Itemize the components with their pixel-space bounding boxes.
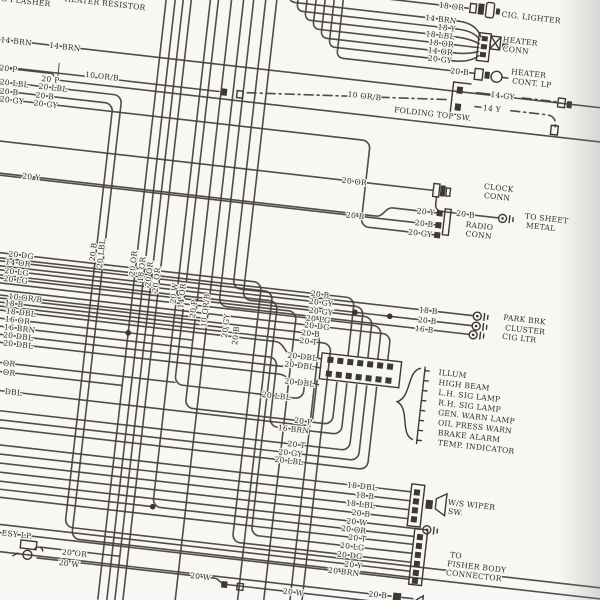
component-label: RADIO xyxy=(465,220,494,232)
wire-label: 20 LG xyxy=(3,274,28,286)
cig-lighter-connector-icon xyxy=(468,1,501,19)
wire-label: 20 B xyxy=(351,508,371,519)
wire-label: 20 B xyxy=(310,289,330,300)
component-label: DBL xyxy=(4,387,22,398)
component-label: CONN xyxy=(465,229,492,241)
wire-label: 20 Y xyxy=(344,559,364,570)
junction-dot-icon xyxy=(125,309,393,510)
inline-connector-icon xyxy=(220,88,425,600)
component-label: OR xyxy=(2,359,15,369)
component-label: G FLASHER xyxy=(1,0,51,9)
wire-label: 20 B xyxy=(345,210,365,221)
clock-connector-icon xyxy=(431,182,452,198)
wire-label: 20 GY xyxy=(427,54,453,66)
component-label: TO xyxy=(450,550,463,560)
wire-label: 20 OR xyxy=(341,176,367,188)
wire-label: 20 GY xyxy=(33,98,59,110)
wire-label: 20 LBL xyxy=(0,77,29,89)
wire-label: 14 Y xyxy=(482,103,502,114)
component-label: OR xyxy=(2,368,15,378)
wire-label: 20 B xyxy=(456,209,476,220)
wire-label: 14 GY xyxy=(490,90,516,102)
wire-label: 14 OR xyxy=(427,46,453,58)
component-label: ILLUM xyxy=(438,368,467,380)
wire-label: 20 B xyxy=(0,86,19,97)
wire-label: 20 LG xyxy=(340,541,365,553)
wire-label: 20 B xyxy=(368,589,388,600)
wire-label: 20 GY xyxy=(0,94,25,106)
wire-label: 20 GY xyxy=(408,228,434,240)
wire-label: 16 B xyxy=(414,324,434,335)
wire-label: 20 T xyxy=(299,336,318,347)
wire-label: 20 B xyxy=(414,218,434,229)
wire-label: 20 W xyxy=(282,587,304,598)
wire-label: 20 W xyxy=(58,558,80,569)
heater-control-lamp-icon xyxy=(473,67,509,84)
component-label: SW. xyxy=(448,507,464,518)
component-label: HEATER xyxy=(502,35,538,48)
fisher-body-connector-icon xyxy=(407,527,429,587)
wire-label: 14 OR xyxy=(176,283,188,309)
wire-label: 20 DBL xyxy=(287,351,318,363)
wire-label: 20 B xyxy=(450,66,470,77)
wire-label: 20 GY xyxy=(220,312,232,338)
wire-label: 18 OR xyxy=(136,256,148,282)
wire-label: 20 B xyxy=(417,315,437,326)
wiper-switch-connector-icon xyxy=(406,483,448,528)
wire-label: 20 Y xyxy=(416,206,436,217)
wire-label: 14 OR xyxy=(5,257,31,269)
wire-label: 20 B xyxy=(35,90,55,101)
wire-label: 20 B xyxy=(301,328,321,339)
wire-label: 20 B xyxy=(88,242,99,262)
wire-label: 18 Y xyxy=(437,23,457,34)
wire-label: 20 GY xyxy=(308,306,334,318)
wire-label: 20 W xyxy=(346,516,368,527)
wire-label: 20 OR xyxy=(127,250,139,276)
wire-label: 20 Y xyxy=(22,171,42,182)
wire-label: 20 OR xyxy=(143,261,155,287)
wire-label: 18 B xyxy=(4,298,24,309)
component-label: CONN xyxy=(502,44,529,56)
scan-shadow xyxy=(558,0,600,600)
wire-label: 18 B xyxy=(418,305,438,316)
component-label: CONN xyxy=(484,191,511,203)
wire-label: 16 OR xyxy=(4,314,30,326)
cluster-connector-icon xyxy=(318,352,403,389)
wire-label: 18 OR xyxy=(428,38,454,50)
wire-label: 20 GY xyxy=(308,297,334,309)
wire-label: 20 T xyxy=(348,533,367,544)
wire-label: 20 W xyxy=(168,282,179,304)
wire-label: 20 P xyxy=(0,63,18,74)
wire-label: 20 P xyxy=(41,74,60,85)
wire-label: 20 OR xyxy=(341,524,367,536)
wire-label: 20 DG xyxy=(304,320,330,332)
radio-connector-icon xyxy=(433,208,452,239)
folding-top-switch-icon xyxy=(449,81,472,117)
heater-connector-icon xyxy=(475,31,509,63)
cluster-brace-icon xyxy=(395,366,430,445)
wire-label: 20 DG xyxy=(336,550,362,562)
wire-label: 20 B xyxy=(230,326,241,346)
courtesy-lamp-icon xyxy=(11,539,44,560)
wire-label: 20 GY xyxy=(278,447,304,459)
wire-label: 20 OR xyxy=(61,547,87,559)
wire-label: 18 OR xyxy=(438,1,464,13)
wire-label: 20 T xyxy=(287,439,306,450)
wire-label: 18 B xyxy=(355,490,375,501)
wire-label: 20 LG xyxy=(305,314,330,326)
wire-label: 20 P xyxy=(188,299,199,318)
wire-label: 20 W xyxy=(190,571,212,582)
wire-label: 20 LG xyxy=(4,266,29,278)
wire-label: 20 OR xyxy=(151,267,163,293)
wire-label: 20 DG xyxy=(8,249,34,261)
wire-label: 20 P xyxy=(294,416,313,427)
